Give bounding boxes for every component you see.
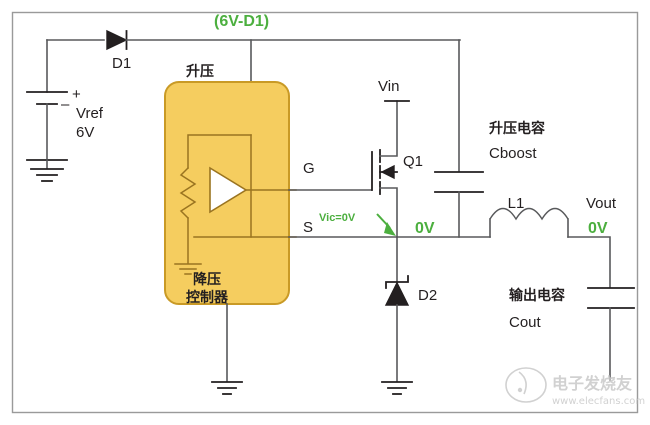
watermark-url: www.elecfans.com (552, 396, 645, 407)
vref-minus-sign: – (61, 96, 70, 113)
watermark: 电子发烧友 www.elecfans.com (505, 367, 645, 407)
cboost-capacitor (434, 171, 484, 238)
diagram-frame (11, 11, 639, 414)
vref-source (26, 39, 68, 182)
watermark-brand: 电子发烧友 (552, 374, 633, 393)
node-voltage-6v-d1-label: (6V-D1) (214, 13, 269, 30)
top-rail (46, 29, 461, 172)
vref-name-label: Vref (76, 105, 104, 122)
pin-s-label: S (303, 219, 313, 236)
ground-symbol-d2 (381, 381, 413, 395)
cout-label: Cout (509, 314, 542, 331)
vref-value-label: 6V (76, 124, 94, 141)
controller-label-cn-line2: 控制器 (186, 289, 229, 306)
q1-drain-lead (379, 100, 398, 157)
d1-label: D1 (112, 55, 131, 72)
switch-node-voltage-label: 0V (415, 220, 435, 237)
feedback-resistor (179, 166, 197, 220)
ground-symbol-controller-bottom (211, 381, 243, 395)
controller-label-cn-line1: 降压 (193, 271, 221, 288)
error-amplifier-triangle (209, 166, 248, 214)
vic-arrow (376, 213, 396, 236)
q1-bulk-arrow (380, 164, 395, 180)
d1-anode-triangle (106, 29, 128, 51)
internal-wire-to-resistor (187, 134, 252, 169)
vout-voltage-label: 0V (588, 220, 608, 237)
ground-symbol-vref (30, 168, 64, 182)
d2-cathode-bar (385, 275, 409, 289)
vref-plus-sign: + (72, 86, 81, 103)
d2-schottky-diode (381, 236, 413, 395)
d2-anode-triangle (384, 281, 410, 306)
controller-internals (174, 134, 297, 275)
vout-label: Vout (586, 195, 617, 212)
vin-label: Vin (378, 78, 399, 95)
q1-source-lead (379, 187, 398, 238)
cboost-label-cn: 升压电容 (489, 120, 545, 137)
cboost-label: Cboost (489, 145, 537, 162)
l1-coils (489, 207, 569, 221)
cout-capacitor (587, 287, 635, 381)
l1-label: L1 (508, 195, 525, 212)
ground-symbol-controller (174, 263, 202, 275)
pin-g-label: G (303, 160, 315, 177)
boost-label-cn: 升压 (186, 63, 214, 80)
cout-label-cn: 输出电容 (509, 287, 565, 304)
d2-label: D2 (418, 287, 437, 304)
q1-label: Q1 (403, 153, 423, 170)
q1-mosfet (371, 100, 410, 238)
vic-annotation-label: Vic=0V (319, 212, 356, 224)
l1-inductor (489, 207, 569, 238)
wire-vout-to-cout (567, 236, 611, 288)
